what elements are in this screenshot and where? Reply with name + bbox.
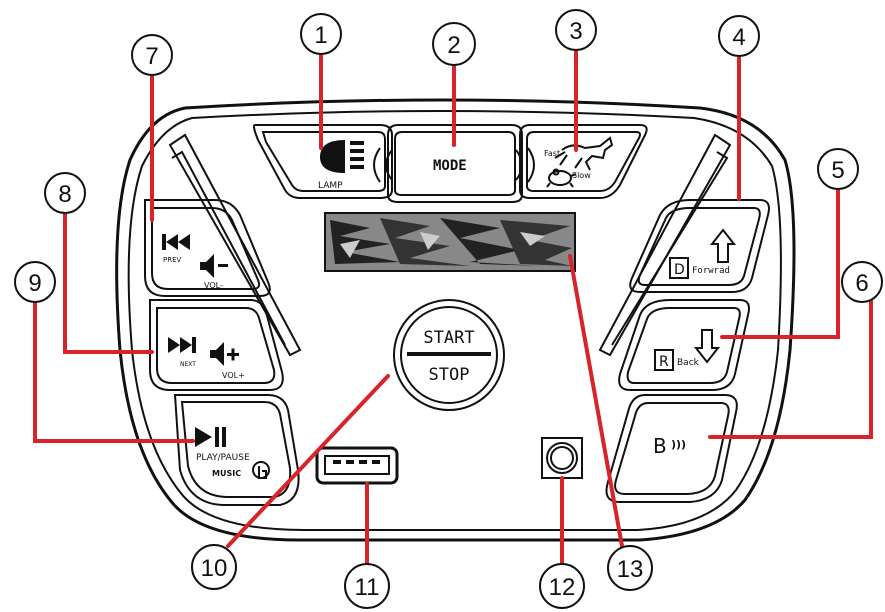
music-label: MUSIC (212, 469, 241, 478)
svg-text:3: 3 (569, 18, 582, 45)
left-side-trim (168, 133, 302, 357)
play-pause-icon (195, 427, 226, 447)
svg-text:8: 8 (58, 181, 71, 208)
start-label: START (423, 328, 474, 348)
forward-letter: D (674, 262, 685, 278)
svg-text:12: 12 (549, 574, 576, 601)
callout-9: 9 (14, 261, 56, 303)
callout-8: 8 (44, 172, 86, 214)
prev-voldown-button[interactable]: PREV VOL- (144, 199, 271, 297)
svg-text:11: 11 (355, 574, 380, 601)
turtle-icon (546, 168, 577, 188)
svg-text:1: 1 (314, 22, 327, 49)
callout-13: 13 (607, 545, 653, 591)
svg-text:9: 9 (28, 270, 41, 297)
callout-3: 3 (555, 9, 597, 51)
lamp-button[interactable]: LAMP (253, 124, 393, 199)
usb-port (315, 446, 399, 485)
callout-5: 5 (817, 148, 859, 190)
play-pause-music-button[interactable]: PLAY/PAUSE MUSIC (173, 394, 300, 506)
back-label: Back (677, 358, 700, 368)
horse-icon (554, 136, 614, 171)
arrow-down-icon (693, 329, 721, 364)
horn-waves-icon: ))) (671, 438, 686, 451)
start-stop-button[interactable]: START STOP (393, 299, 505, 411)
next-volup-button[interactable]: NEXT VOL+ (149, 299, 284, 391)
vol-plus-label: VOL+ (222, 371, 245, 380)
play-pause-label: PLAY/PAUSE (196, 453, 250, 463)
forward-button[interactable]: D Forwrad (629, 199, 770, 293)
callout-1: 1 (300, 13, 342, 55)
lamp-label: LAMP (318, 181, 343, 191)
volume-up-icon (210, 342, 239, 366)
stop-label: STOP (429, 365, 470, 385)
lamp-icon (320, 140, 364, 173)
forward-label: Forwrad (692, 266, 730, 276)
fast-label: Fast (544, 149, 560, 158)
callout-12: 12 (539, 563, 585, 609)
aux-jack (541, 437, 583, 479)
callout-leaders (33, 48, 873, 567)
volume-down-icon (200, 254, 228, 278)
horn-button[interactable]: B ))) (605, 394, 738, 503)
prev-icon (162, 234, 190, 250)
slow-label: Slow (572, 171, 591, 180)
svg-text:7: 7 (145, 43, 158, 70)
lcd-display (324, 212, 576, 272)
callout-2: 2 (432, 22, 476, 66)
panel-body (115, 98, 796, 542)
back-button[interactable]: R Back (618, 299, 750, 391)
horn-letter: B (653, 434, 667, 458)
speed-button[interactable]: Fast Slow (519, 124, 648, 199)
svg-text:10: 10 (201, 555, 228, 582)
callout-4: 4 (718, 15, 760, 57)
prev-label: PREV (163, 256, 182, 264)
arrow-up-icon (709, 228, 737, 263)
back-letter: R (659, 354, 669, 370)
callout-6: 6 (841, 261, 883, 303)
callout-7: 7 (131, 34, 173, 76)
next-label: NEXT (180, 361, 196, 368)
touch-hand-icon (252, 461, 270, 479)
svg-text:4: 4 (732, 24, 745, 51)
svg-text:5: 5 (831, 157, 844, 184)
callout-10: 10 (191, 544, 237, 590)
next-icon (168, 337, 196, 353)
top-button-connectors (373, 147, 535, 183)
vol-minus-label: VOL- (204, 281, 223, 290)
svg-text:6: 6 (855, 270, 868, 297)
svg-text:13: 13 (617, 556, 644, 583)
callout-11: 11 (344, 563, 390, 609)
svg-text:2: 2 (447, 32, 460, 59)
mode-label: MODE (433, 158, 467, 174)
